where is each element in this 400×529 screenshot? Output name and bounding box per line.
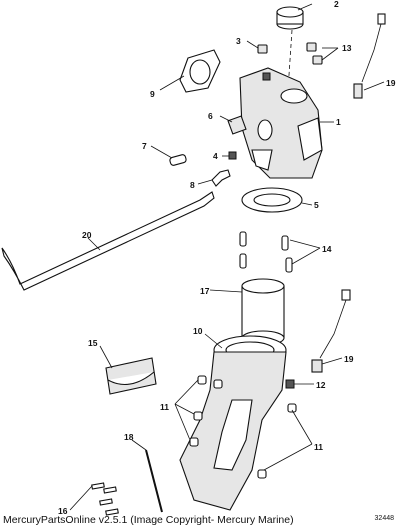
part-18-rod [145,449,163,513]
part-8-elbow [211,169,231,187]
part-16-bolts [91,482,119,516]
part-19-sensor-upper [353,13,386,99]
part-20-hose [1,191,215,291]
callout-19a: 19 [386,78,396,88]
callout-20: 20 [82,230,92,240]
callout-11a: 11 [160,402,169,412]
callout-7: 7 [142,141,147,151]
callout-1: 1 [336,117,341,127]
part-11-plugs [189,375,297,479]
part-19-sensor-lower [311,289,351,373]
copyright-footer: MercuryPartsOnline v2.5.1 (Image Copyrig… [3,514,294,526]
part-7-fitting [169,154,187,166]
part-6-fitting [227,115,247,135]
part-17-sleeve [241,278,285,346]
callout-10: 10 [193,326,203,336]
callout-2: 2 [334,0,339,9]
callout-11b: 11 [314,442,323,452]
part-3-nut [257,44,268,54]
callout-4: 4 [213,151,218,161]
callout-15: 15 [88,338,98,348]
leader-lines [69,3,385,511]
part-5-gasket [241,187,303,213]
part-10-lower-housing [179,335,287,511]
part-4-plug [228,151,237,160]
callout-16: 16 [58,506,68,516]
callout-9: 9 [150,89,155,99]
callout-17: 17 [200,286,210,296]
callout-8: 8 [190,180,195,190]
callout-18: 18 [124,432,134,442]
callout-6: 6 [208,111,213,121]
callout-19b: 19 [344,354,354,364]
part-15-screen [105,357,157,395]
callout-13: 13 [342,43,352,53]
part-14-pins [239,231,293,273]
drawing-number: 32448 [374,515,394,522]
part-13-nuts [306,42,323,65]
callout-14: 14 [322,244,332,254]
part-1-housing [239,67,323,179]
part-12-plug [285,379,295,389]
part-9-gasket [179,49,221,93]
callout-12: 12 [316,380,326,390]
part-2-cap [276,6,304,91]
callout-numbers: 2 1 3 4 5 6 7 8 9 10 11 11 12 13 14 15 1… [58,0,396,516]
callout-3: 3 [236,36,241,46]
callout-5: 5 [314,200,319,210]
